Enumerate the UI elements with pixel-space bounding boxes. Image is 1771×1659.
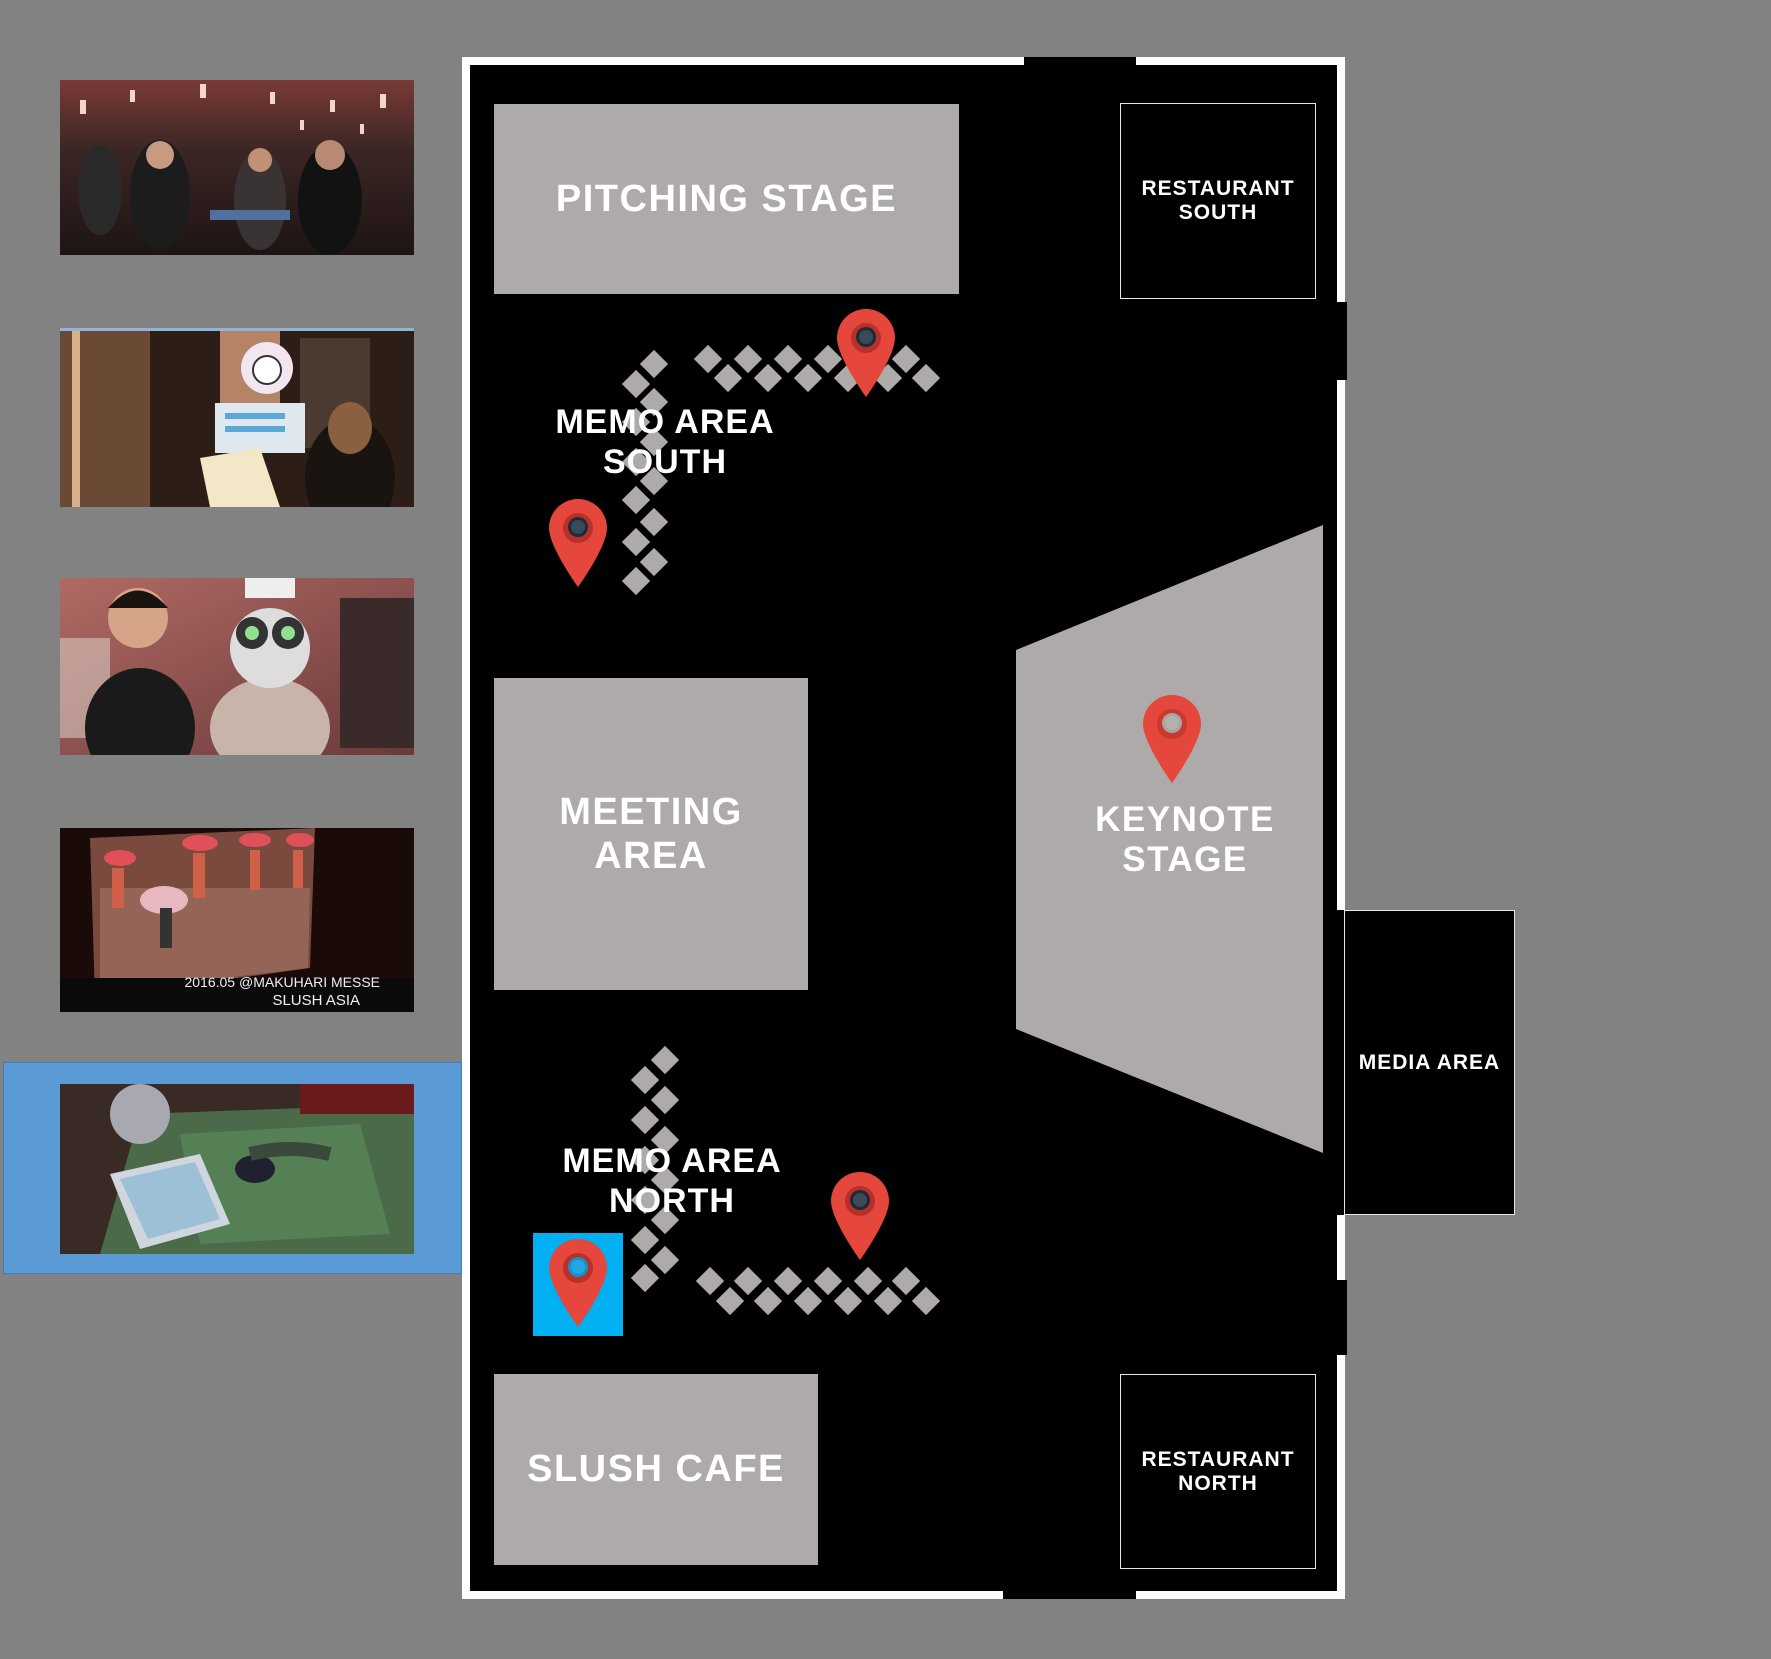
restaurant-south-label-1: RESTAURANT: [1141, 177, 1295, 200]
memo-north-label-2: NORTH: [609, 1182, 735, 1220]
thumbnail-3[interactable]: [60, 578, 414, 755]
slush-cafe-label: SLUSH CAFE: [527, 1448, 785, 1490]
media-connector: [1337, 910, 1347, 1215]
thumbnail-2[interactable]: [60, 328, 414, 507]
thumbnail-list: 2016.05 @MAKUHARI MESSE SLUSH ASIA: [0, 0, 462, 1659]
restaurant-south[interactable]: RESTAURANT SOUTH: [1120, 103, 1316, 299]
thumbnail-caption-line1: 2016.05 @MAKUHARI MESSE: [184, 974, 380, 990]
restaurant-north-label-1: RESTAURANT: [1141, 1447, 1295, 1471]
meeting-area-label-2: AREA: [594, 835, 708, 877]
map-pin-icon[interactable]: [829, 1170, 891, 1262]
map-pin-selected-icon[interactable]: [547, 1237, 609, 1329]
memo-south-label-1: MEMO AREA: [555, 403, 775, 441]
door-right-upper: [1337, 302, 1347, 380]
keynote-label-1: KEYNOTE: [1095, 800, 1275, 839]
thumbnail-caption-line2: SLUSH ASIA: [272, 992, 360, 1009]
restaurant-south-label-2: SOUTH: [1178, 201, 1258, 224]
thumbnail-5-selected[interactable]: [60, 1084, 414, 1254]
restaurant-north-label-2: NORTH: [1178, 1471, 1258, 1495]
pitching-stage-label: PITCHING STAGE: [555, 177, 898, 220]
thumbnail-1[interactable]: [60, 80, 414, 255]
meeting-area[interactable]: MEETING AREA: [494, 678, 808, 990]
memo-area-south-label: MEMO AREA SOUTH: [540, 402, 790, 482]
slush-cafe[interactable]: SLUSH CAFE: [494, 1374, 818, 1565]
map-pin-icon[interactable]: [547, 497, 609, 589]
keynote-label-2: STAGE: [1122, 840, 1248, 879]
restaurant-north[interactable]: RESTAURANT NORTH: [1120, 1374, 1316, 1569]
keynote-stage-label: KEYNOTE STAGE: [1080, 800, 1290, 880]
memo-south-label-2: SOUTH: [603, 443, 727, 481]
keynote-stage[interactable]: [1015, 523, 1325, 1153]
map-pin-icon[interactable]: [835, 307, 897, 399]
media-area[interactable]: MEDIA AREA: [1344, 910, 1515, 1215]
media-area-label: MEDIA AREA: [1358, 1050, 1501, 1074]
map-pin-icon[interactable]: [1141, 693, 1203, 785]
thumbnail-4[interactable]: 2016.05 @MAKUHARI MESSE SLUSH ASIA: [60, 828, 414, 1012]
memo-north-label-1: MEMO AREA: [562, 1142, 782, 1180]
meeting-area-label-1: MEETING: [559, 791, 743, 833]
door-right-lower: [1337, 1280, 1347, 1355]
memo-area-north-label: MEMO AREA NORTH: [547, 1141, 797, 1221]
pitching-stage[interactable]: PITCHING STAGE: [494, 104, 959, 294]
